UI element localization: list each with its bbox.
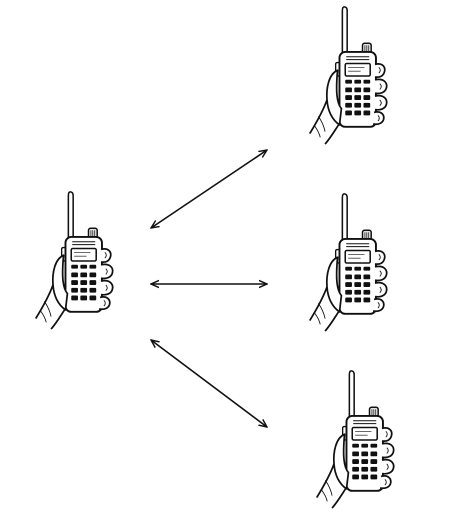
link-arrow-receiver-1 bbox=[151, 150, 267, 228]
link-arrow-receiver-3 bbox=[151, 340, 267, 427]
handheld-radio-icon bbox=[34, 190, 114, 331]
handheld-radio-icon bbox=[315, 369, 395, 510]
receiver-radio-3 bbox=[315, 369, 395, 510]
handheld-radio-icon bbox=[308, 5, 388, 146]
receiver-radio-2 bbox=[308, 192, 388, 333]
receiver-radio-1 bbox=[308, 5, 388, 146]
source-radio bbox=[34, 190, 114, 331]
handheld-radio-icon bbox=[308, 192, 388, 333]
